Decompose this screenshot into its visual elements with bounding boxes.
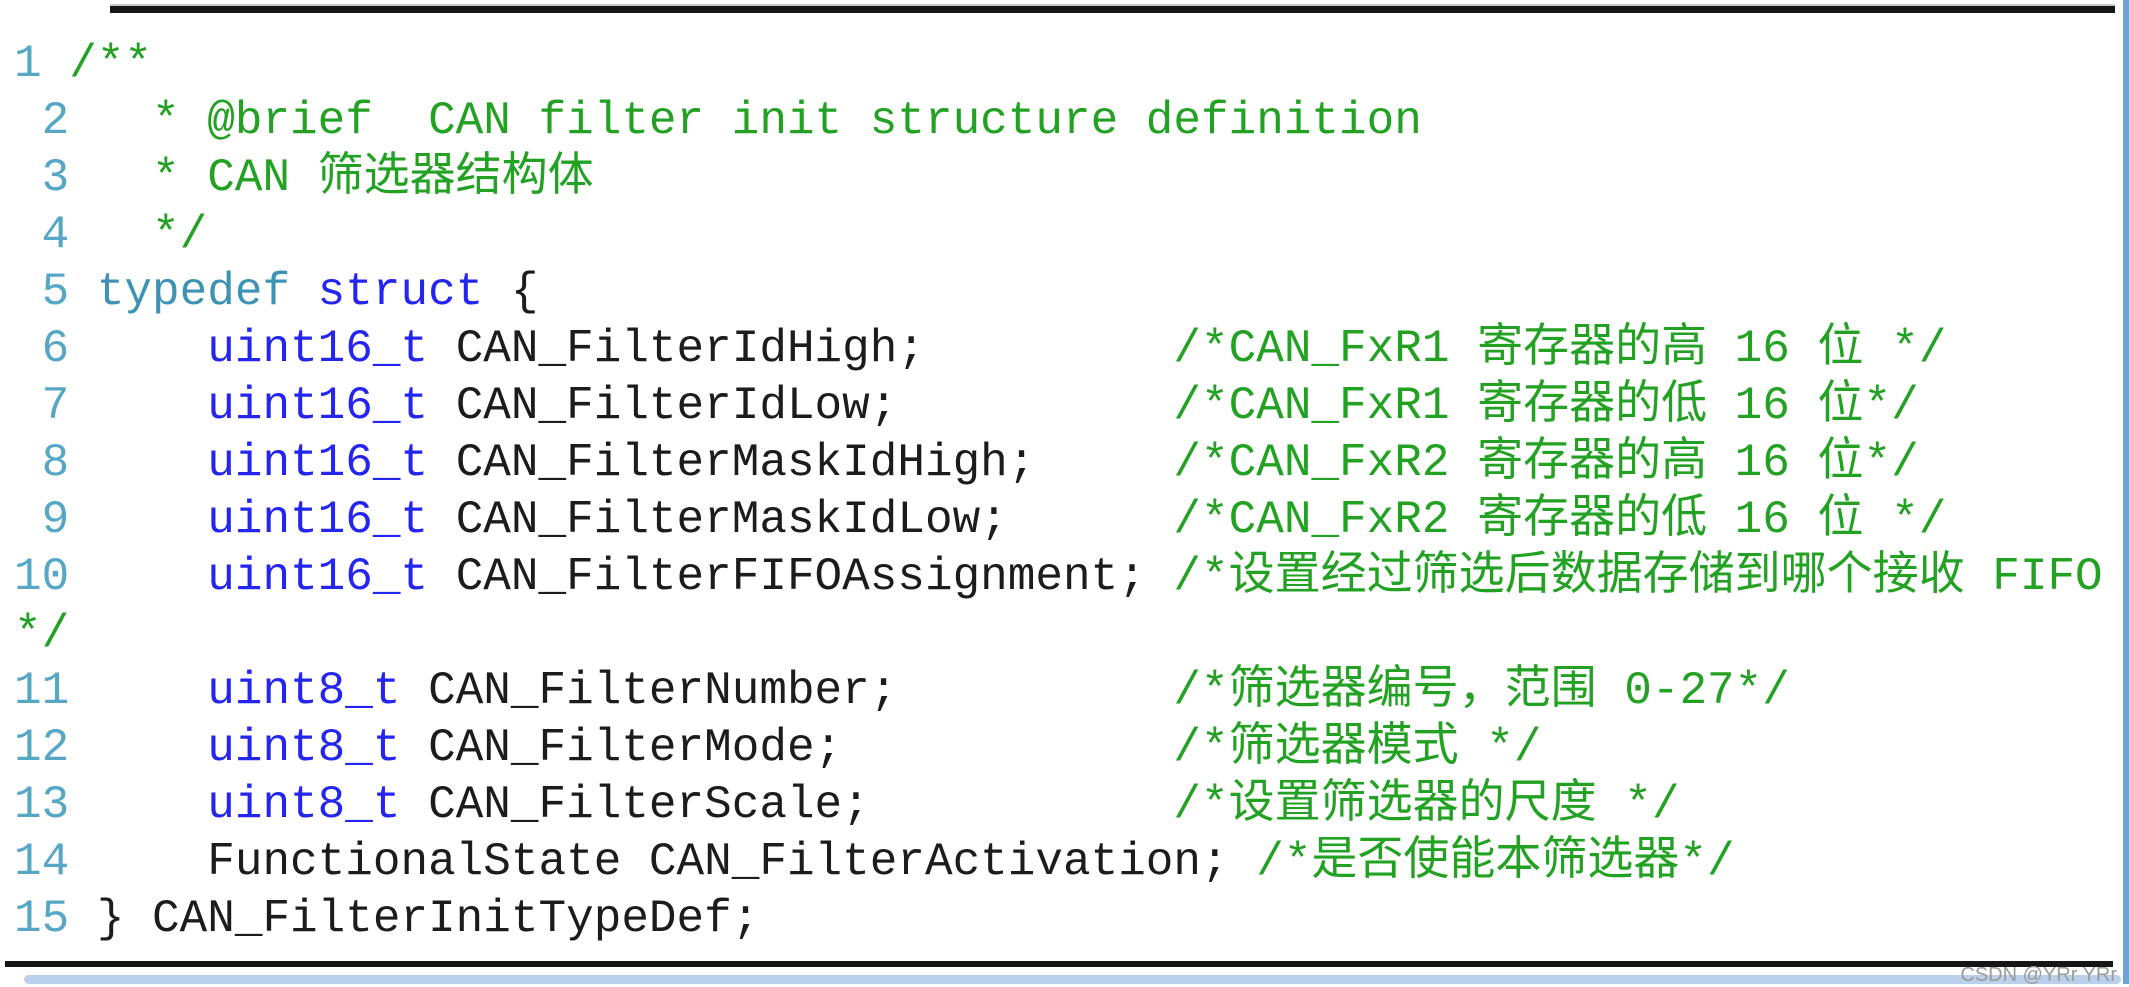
- code-row: 6 uint16_t CAN_FilterIdHigh; /*CAN_FxR1 …: [14, 321, 2103, 378]
- code-segment: uint16_t: [207, 551, 429, 603]
- code-segment: /*筛选器模式 */: [1173, 722, 1542, 774]
- bottom-scrollbar-strip[interactable]: [24, 975, 2121, 984]
- code-block: 1 /** 2 * @brief CAN filter init structu…: [14, 36, 2103, 948]
- code-segment: [97, 551, 207, 603]
- code-row: 5 typedef struct {: [14, 264, 2103, 321]
- line-number: 6: [14, 323, 97, 375]
- code-segment: * CAN 筛选器结构体: [96, 152, 594, 204]
- code-row: 1 /**: [14, 36, 2103, 93]
- code-segment: /*CAN_FxR1 寄存器的高 16 位 */: [1173, 323, 1947, 375]
- line-number: 1: [14, 38, 70, 90]
- code-segment: */: [96, 209, 208, 261]
- code-row: 13 uint8_t CAN_FilterScale; /*设置筛选器的尺度 *…: [14, 777, 2103, 834]
- code-row: 12 uint8_t CAN_FilterMode; /*筛选器模式 */: [14, 720, 2103, 777]
- line-number: 11: [14, 665, 97, 717]
- code-segment: uint8_t: [207, 722, 401, 774]
- line-number: 12: [14, 722, 97, 774]
- line-number: 3: [14, 152, 97, 204]
- code-segment: [97, 665, 207, 717]
- code-segment: [97, 779, 207, 831]
- line-number: 15: [14, 893, 97, 945]
- code-segment: [97, 437, 207, 489]
- code-segment: /*CAN_FxR2 寄存器的低 16 位 */: [1173, 494, 1947, 546]
- code-segment: uint16_t: [207, 380, 429, 432]
- line-number: 13: [14, 779, 97, 831]
- code-row: 14 FunctionalState CAN_FilterActivation;…: [14, 834, 2103, 891]
- code-segment: /*筛选器编号，范围 0-27*/: [1173, 665, 1790, 717]
- code-segment: CAN_FilterNumber;: [400, 665, 1174, 717]
- code-row: 8 uint16_t CAN_FilterMaskIdHigh; /*CAN_F…: [14, 435, 2103, 492]
- code-segment: [97, 380, 207, 432]
- right-border: [2123, 0, 2129, 984]
- code-segment: uint16_t: [207, 323, 429, 375]
- line-number: 4: [14, 209, 97, 261]
- code-row: 3 * CAN 筛选器结构体: [14, 150, 2103, 207]
- code-segment: CAN_FilterScale;: [400, 779, 1174, 831]
- code-segment: /*CAN_FxR1 寄存器的低 16 位*/: [1173, 380, 1919, 432]
- code-segment: uint16_t: [207, 437, 429, 489]
- bottom-divider: [5, 961, 2113, 967]
- code-segment: /*CAN_FxR2 寄存器的高 16 位*/: [1173, 437, 1919, 489]
- code-segment: /**: [69, 38, 153, 90]
- line-number: 8: [14, 437, 97, 489]
- code-segment: [97, 323, 207, 375]
- code-segment: CAN_FilterMode;: [400, 722, 1174, 774]
- code-segment: [97, 494, 207, 546]
- code-row: 2 * @brief CAN filter init structure def…: [14, 93, 2103, 150]
- code-row: 9 uint16_t CAN_FilterMaskIdLow; /*CAN_Fx…: [14, 492, 2103, 549]
- code-segment: uint8_t: [207, 665, 401, 717]
- code-segment: /*设置经过筛选后数据存储到哪个接收 FIFO: [1173, 551, 2103, 603]
- code-segment: CAN_FilterIdLow;: [428, 380, 1174, 432]
- code-segment: struct: [317, 266, 484, 318]
- code-segment: /*设置筛选器的尺度 */: [1173, 779, 1680, 831]
- code-row: 11 uint8_t CAN_FilterNumber; /*筛选器编号，范围 …: [14, 663, 2103, 720]
- line-number: 5: [14, 266, 97, 318]
- code-row: */: [14, 606, 2103, 663]
- csdn-watermark: CSDN @YRr YRr: [1960, 964, 2117, 986]
- line-number: 9: [14, 494, 97, 546]
- code-segment: typedef: [96, 266, 291, 318]
- code-row: 4 */: [14, 207, 2103, 264]
- code-segment: CAN_FilterIdHigh;: [428, 323, 1174, 375]
- line-number: 10: [14, 551, 97, 603]
- code-segment: CAN_FilterMaskIdLow;: [428, 494, 1174, 546]
- code-segment: uint16_t: [207, 494, 429, 546]
- code-segment: [97, 722, 207, 774]
- top-divider: [110, 6, 2115, 13]
- line-number: 2: [14, 95, 97, 147]
- code-row: 10 uint16_t CAN_FilterFIFOAssignment; /*…: [14, 549, 2103, 606]
- code-segment: /*是否使能本筛选器*/: [1256, 836, 1735, 888]
- code-row: 15 } CAN_FilterInitTypeDef;: [14, 891, 2103, 948]
- code-segment: [290, 266, 318, 318]
- line-number: 14: [14, 836, 97, 888]
- code-segment: */: [14, 608, 70, 660]
- code-row: 7 uint16_t CAN_FilterIdLow; /*CAN_FxR1 寄…: [14, 378, 2103, 435]
- code-segment: {: [483, 266, 539, 318]
- code-segment: CAN_FilterFIFOAssignment;: [428, 551, 1174, 603]
- line-number: 7: [14, 380, 97, 432]
- code-segment: CAN_FilterMaskIdHigh;: [428, 437, 1174, 489]
- code-segment: FunctionalState CAN_FilterActivation;: [96, 836, 1257, 888]
- code-segment: uint8_t: [207, 779, 401, 831]
- code-segment: } CAN_FilterInitTypeDef;: [96, 893, 760, 945]
- code-segment: * @brief CAN filter init structure defin…: [96, 95, 1422, 147]
